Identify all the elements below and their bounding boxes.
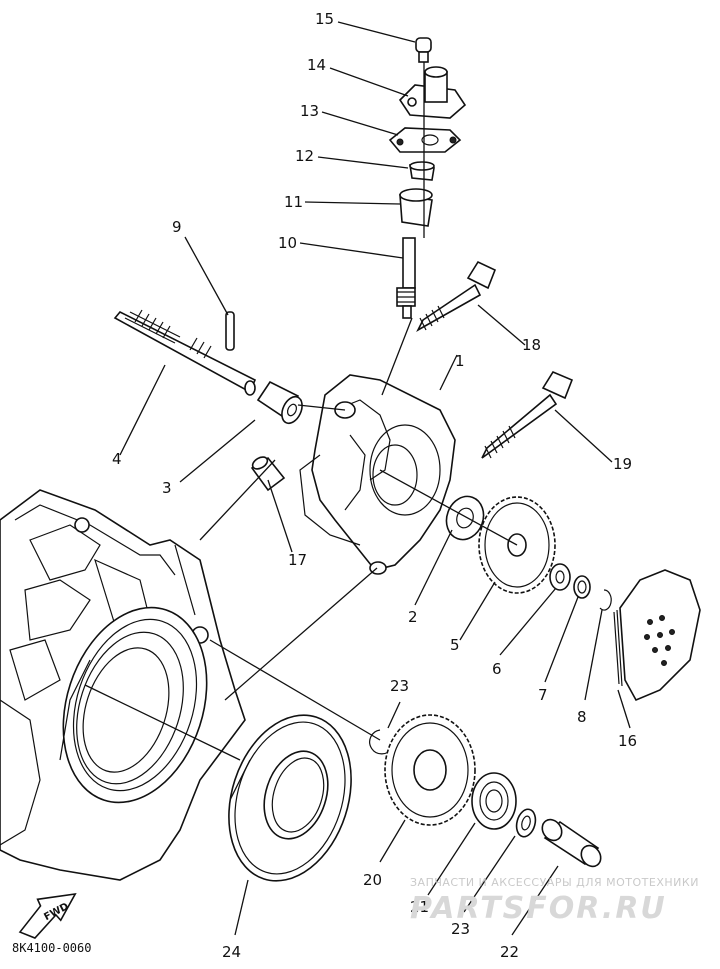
part-labels: 15 14 13 12 11 10 9 1 18 4 3 19 17 2 5 6…: [112, 10, 637, 961]
gear-20: [384, 714, 476, 826]
cable-holder: [398, 66, 467, 119]
cover-plate: [613, 569, 701, 702]
washer-lower: [515, 808, 537, 838]
label-14: 14: [307, 56, 326, 74]
collar-22: [541, 818, 602, 868]
label-16: 16: [618, 732, 637, 750]
label-7: 7: [538, 686, 548, 704]
seal: [409, 161, 435, 181]
nut: [549, 563, 571, 591]
label-8: 8: [577, 708, 587, 726]
oil-seal: [228, 714, 352, 882]
bearing: [471, 772, 517, 830]
dowel-pin: [250, 456, 286, 492]
label-1: 1: [455, 352, 465, 370]
label-3: 3: [162, 479, 172, 497]
label-5: 5: [450, 636, 460, 654]
label-15: 15: [315, 10, 334, 28]
oil-pump-body: [299, 374, 456, 575]
label-19: 19: [613, 455, 632, 473]
label-17: 17: [288, 551, 307, 569]
bushing: [399, 188, 433, 227]
label-22: 22: [500, 943, 519, 961]
watermark: ЗАПЧАСТИ И АКСЕССУАРЫ ДЛЯ МОТОТЕХНИКИ PA…: [410, 876, 699, 926]
label-9: 9: [172, 218, 182, 236]
label-24: 24: [222, 943, 241, 961]
driven-gear: [396, 237, 416, 319]
label-2: 2: [408, 608, 418, 626]
pump-shaft: [113, 309, 257, 396]
circlip: [599, 589, 612, 611]
assembly-lines: [84, 21, 631, 936]
bolt-19: [481, 370, 574, 459]
label-10: 10: [278, 234, 297, 252]
collar: [256, 380, 303, 425]
watermark-logo: PARTSFOR.RU: [410, 891, 667, 926]
watermark-tagline: ЗАПЧАСТИ И АКСЕССУАРЫ ДЛЯ МОТОТЕХНИКИ: [410, 876, 699, 889]
bolt-18: [416, 260, 497, 332]
label-18: 18: [522, 336, 541, 354]
pin: [225, 311, 235, 351]
label-20: 20: [363, 871, 382, 889]
label-6: 6: [492, 660, 502, 678]
label-21: 21: [410, 898, 429, 916]
label-13: 13: [300, 102, 319, 120]
crankcase-housing: [0, 489, 246, 881]
label-23-upper: 23: [390, 677, 409, 695]
label-23-lower: 23: [451, 920, 470, 938]
diagram-code: 8K4100-0060: [12, 941, 91, 955]
label-4: 4: [112, 450, 122, 468]
screw: [415, 37, 432, 63]
label-12: 12: [295, 147, 314, 165]
label-11: 11: [284, 193, 303, 211]
gasket: [388, 127, 462, 153]
washer-7: [573, 575, 591, 599]
fwd-arrow: FWD: [18, 892, 77, 939]
